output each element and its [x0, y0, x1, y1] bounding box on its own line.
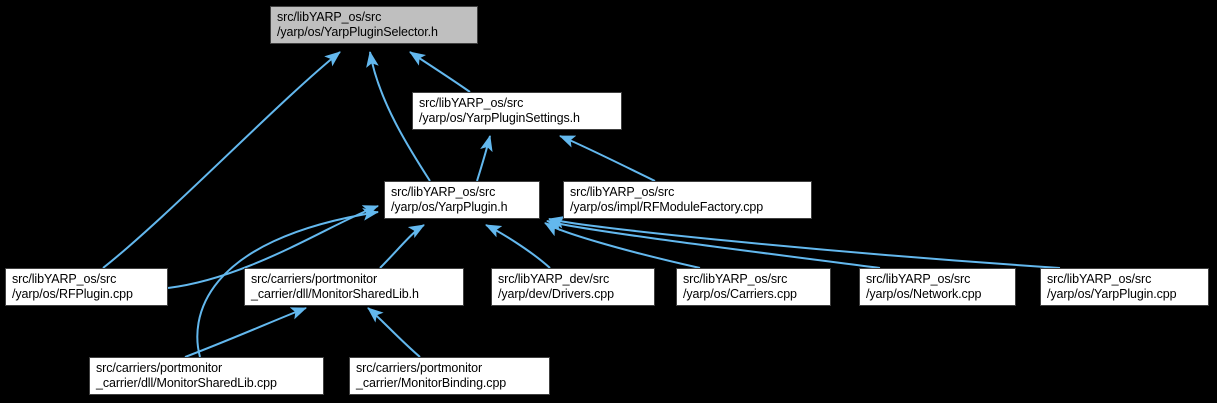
graph-node-label-line2: /yarp/os/Carriers.cpp [683, 287, 797, 301]
graph-node-label-line2: /yarp/os/impl/RFModuleFactory.cpp [570, 200, 764, 214]
graph-node-label-line2: /yarp/os/YarpPluginSelector.h [277, 25, 438, 39]
graph-edge-monitorBinding_cpp-to-monitorSharedLib_h [367, 307, 421, 358]
graph-node-yarpPluginSelector_h[interactable]: src/libYARP_os/src/yarp/os/YarpPluginSel… [270, 6, 478, 44]
graph-node-label-line1: src/libYARP_os/src [866, 272, 971, 286]
graph-edge-rfPlugin_cpp-to-yarpPluginSelector_h [102, 51, 341, 269]
graph-node-label-line1: src/libYARP_dev/src [498, 272, 610, 286]
graph-node-label-line1: src/carriers/portmonitor [356, 361, 483, 375]
graph-edge-yarpPlugin_h-to-yarpPluginSettings_h [476, 135, 493, 182]
graph-edge-drivers_cpp-to-yarpPlugin_h [485, 224, 551, 269]
graph-edge-yarpPlugin_cpp-to-yarpPlugin_h [548, 215, 1061, 269]
graph-node-yarpPlugin_h[interactable]: src/libYARP_os/src/yarp/os/YarpPlugin.h [384, 181, 540, 219]
graph-edge-monitorSharedLib_h-to-yarpPlugin_h [379, 224, 425, 269]
graph-node-label-line1: src/libYARP_os/src [419, 96, 524, 110]
graph-node-network_cpp[interactable]: src/libYARP_os/src/yarp/os/Network.cpp [859, 268, 1016, 306]
graph-node-label-line2: _carrier/dll/MonitorSharedLib.h [251, 287, 419, 301]
graph-node-label-line2: /yarp/os/YarpPlugin.cpp [1047, 287, 1177, 301]
graph-node-label-line2: _carrier/dll/MonitorSharedLib.cpp [96, 376, 277, 390]
graph-node-label-line2: /yarp/os/YarpPluginSettings.h [419, 111, 580, 125]
graph-node-label-line1: src/carriers/portmonitor [251, 272, 378, 286]
graph-edge-rfModuleFactory_cpp-to-yarpPluginSettings_h [559, 135, 656, 182]
graph-node-yarpPluginSettings_h[interactable]: src/libYARP_os/src/yarp/os/YarpPluginSet… [412, 92, 622, 130]
graph-node-label-line1: src/libYARP_os/src [570, 185, 675, 199]
graph-edge-monitorSharedLib_cpp-to-yarpPlugin_h [196, 208, 379, 358]
graph-node-label-line1: src/libYARP_os/src [391, 185, 496, 199]
graph-node-label-line1: src/carriers/portmonitor [96, 361, 223, 375]
graph-node-monitorSharedLib_cpp[interactable]: src/carriers/portmonitor_carrier/dll/Mon… [89, 357, 324, 395]
graph-node-yarpPlugin_cpp[interactable]: src/libYARP_os/src/yarp/os/YarpPlugin.cp… [1040, 268, 1209, 306]
graph-node-label-line1: src/libYARP_os/src [277, 10, 382, 24]
graph-edge-monitorSharedLib_cpp-to-monitorSharedLib_h [184, 307, 307, 358]
graph-edge-network_cpp-to-yarpPlugin_h [546, 218, 881, 269]
graph-edge-yarpPluginSettings_h-to-yarpPluginSelector_h [409, 51, 471, 93]
graph-node-label-line1: src/libYARP_os/src [1047, 272, 1152, 286]
graph-node-label-line2: _carrier/MonitorBinding.cpp [356, 376, 507, 390]
graph-node-monitorBinding_cpp[interactable]: src/carriers/portmonitor_carrier/Monitor… [349, 357, 550, 395]
graph-node-rfPlugin_cpp[interactable]: src/libYARP_os/src/yarp/os/RFPlugin.cpp [5, 268, 168, 306]
graph-node-label-line2: /yarp/os/Network.cpp [866, 287, 982, 301]
graph-node-label-line1: src/libYARP_os/src [683, 272, 788, 286]
graph-node-label-line2: /yarp/os/YarpPlugin.h [391, 200, 508, 214]
graph-node-drivers_cpp[interactable]: src/libYARP_dev/src/yarp/dev/Drivers.cpp [491, 268, 655, 306]
edge-layer [102, 51, 1061, 358]
graph-edge-rfPlugin_cpp-to-yarpPlugin_h [167, 205, 379, 289]
graph-node-rfModuleFactory_cpp[interactable]: src/libYARP_os/src/yarp/os/impl/RFModule… [563, 181, 812, 219]
graph-edge-yarpPlugin_h-to-yarpPluginSelector_h [366, 51, 431, 182]
graph-node-label-line1: src/libYARP_os/src [12, 272, 117, 286]
graph-node-monitorSharedLib_h[interactable]: src/carriers/portmonitor_carrier/dll/Mon… [244, 268, 464, 306]
graph-node-label-line2: /yarp/dev/Drivers.cpp [498, 287, 614, 301]
graph-node-label-line2: /yarp/os/RFPlugin.cpp [12, 287, 133, 301]
graph-node-carriers_cpp[interactable]: src/libYARP_os/src/yarp/os/Carriers.cpp [676, 268, 831, 306]
